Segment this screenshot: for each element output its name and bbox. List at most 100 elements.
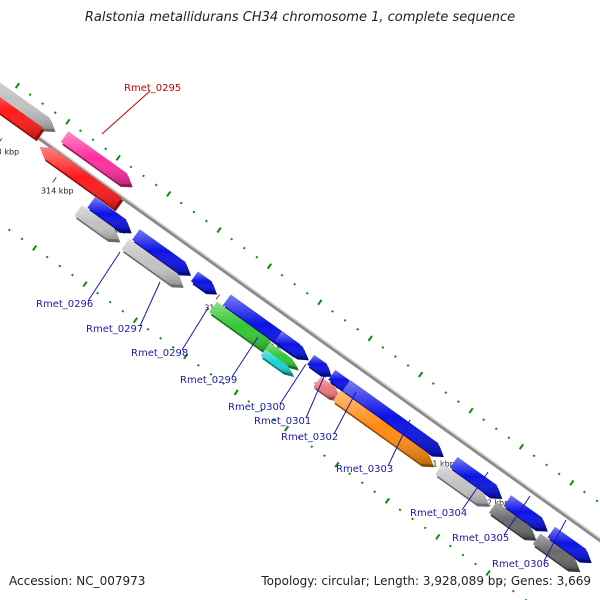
gc-content-mark (297, 436, 301, 439)
gc-content-mark (146, 327, 150, 331)
label-leader-line (461, 471, 489, 511)
gene-label[interactable]: Rmet_0302 (281, 432, 338, 443)
gene-label[interactable]: Rmet_0305 (452, 533, 509, 544)
gene-label[interactable]: Rmet_0306 (492, 559, 549, 570)
gc-content-track (8, 82, 599, 600)
gc-content-mark (545, 463, 549, 467)
gene-label[interactable]: Rmet_0296 (36, 299, 93, 310)
feature-highlight (488, 502, 535, 538)
feature-highlight (332, 390, 433, 465)
gc-content-mark (129, 165, 133, 169)
gc-content-mark (507, 436, 511, 440)
gc-content-mark (179, 201, 183, 205)
gc-content-mark (82, 281, 88, 288)
gene-label[interactable]: Rmet_0303 (336, 464, 393, 475)
label-leader-line (279, 363, 307, 405)
gc-content-mark (20, 237, 24, 241)
gc-content-mark (348, 472, 351, 476)
gc-content-mark (171, 345, 175, 349)
gc-content-mark (132, 317, 138, 324)
gc-content-mark (583, 490, 586, 494)
label-leader-line (387, 419, 411, 467)
gc-content-mark (159, 336, 162, 340)
feature-highlight (190, 271, 216, 292)
gc-content-mark (367, 335, 373, 342)
gc-content-mark (423, 526, 427, 530)
gene-label[interactable]: Rmet_0301 (254, 416, 311, 427)
gc-content-mark (247, 400, 251, 403)
gc-content-mark (32, 244, 38, 252)
accession-text: Accession: NC_007973 (9, 574, 146, 588)
gene-label[interactable]: Rmet_0295 (124, 83, 181, 94)
gc-content-mark (343, 318, 347, 322)
gc-content-mark (595, 499, 599, 503)
gc-content-mark (216, 227, 222, 234)
gc-content-mark (557, 472, 561, 476)
gc-content-mark (310, 445, 314, 449)
feature-highlight (503, 495, 547, 529)
feature-highlight (532, 533, 579, 570)
gc-content-mark (322, 454, 326, 458)
scale-label: 314 kbp (41, 186, 74, 195)
gc-content-mark (494, 427, 498, 431)
feature-highlight (435, 463, 488, 504)
gc-content-mark (209, 372, 213, 376)
gene-label[interactable]: Rmet_0297 (86, 324, 143, 335)
gc-content-mark (222, 382, 225, 385)
label-leader-lines (87, 90, 567, 562)
scale-tick (0, 138, 3, 142)
gc-content-mark (331, 309, 334, 313)
gene-label[interactable]: Rmet_0298 (131, 348, 188, 359)
label-leader-line (503, 495, 531, 536)
gc-content-mark (183, 353, 189, 360)
gene-label[interactable]: Rmet_0304 (410, 508, 467, 519)
gc-content-mark (482, 418, 486, 422)
gc-content-mark (317, 299, 323, 306)
feature-highlight (121, 238, 183, 285)
feature-highlight (449, 456, 501, 497)
gc-content-mark (384, 497, 390, 504)
feature-highlight (39, 147, 122, 209)
gene-label[interactable]: Rmet_0299 (180, 375, 237, 386)
gc-content-mark (444, 391, 448, 394)
gc-content-mark (457, 400, 460, 404)
label-leader-line (101, 90, 151, 135)
feature-highlight (265, 342, 298, 368)
label-leader-line (543, 519, 567, 562)
label-leader-line (87, 251, 121, 302)
gc-content-mark (381, 346, 385, 349)
gc-content-mark (14, 82, 21, 89)
gc-content-mark (65, 118, 71, 125)
topology-text: Topology: circular; Length: 3,928,089 bp… (261, 574, 591, 588)
feature-highlight (342, 380, 443, 455)
gc-content-mark (53, 111, 57, 115)
label-leader-line (139, 281, 161, 327)
feature-highlight (0, 97, 43, 139)
gc-content-mark (233, 389, 239, 396)
feature-highlight (260, 349, 293, 375)
gc-content-mark (305, 291, 309, 295)
gc-content-mark (511, 589, 515, 593)
gc-content-mark (58, 264, 62, 268)
feature-highlight (74, 205, 119, 240)
feature-highlight (87, 197, 131, 231)
gc-content-mark (448, 544, 452, 548)
gene-label[interactable]: Rmet_0300 (228, 402, 285, 413)
gc-content-mark (569, 479, 575, 486)
gc-content-mark (192, 210, 196, 214)
feature-highlight (0, 82, 55, 130)
gc-content-mark (293, 282, 297, 286)
gc-content-mark (360, 481, 364, 485)
label-leader-line (231, 336, 259, 378)
gc-content-mark (255, 255, 259, 259)
gc-content-mark (259, 409, 263, 412)
gc-content-mark (468, 407, 474, 414)
gc-content-mark (485, 570, 491, 577)
gc-content-mark (334, 461, 340, 468)
feature-highlight (313, 376, 340, 398)
gc-content-mark (284, 425, 290, 432)
feature-highlight (60, 131, 132, 185)
scale-tick (215, 294, 221, 300)
map-title: Ralstonia metallidurans CH34 chromosome … (84, 10, 516, 25)
